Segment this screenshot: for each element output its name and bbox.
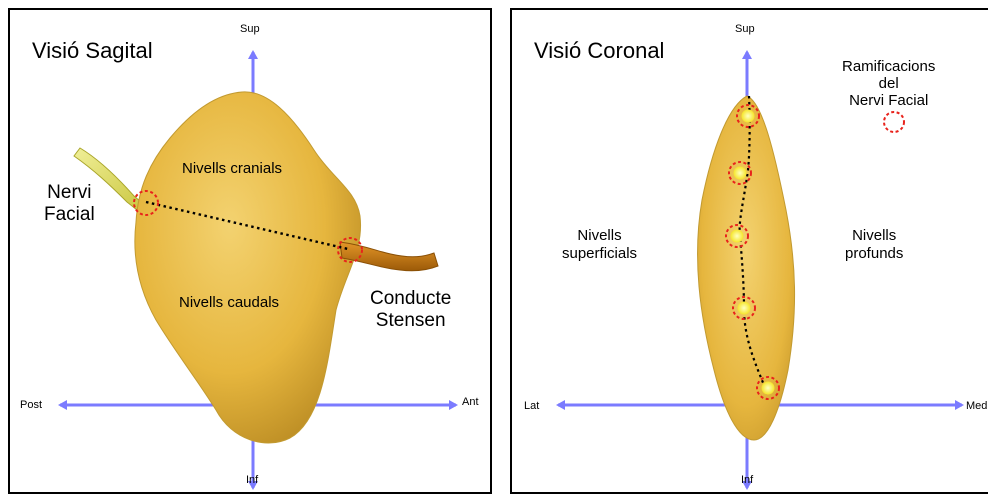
stensen-duct-label: Conducte Stensen <box>370 288 451 332</box>
sagittal-view-panel: Visió Sagital Sup Inf Post Ant Nivells c… <box>8 8 492 494</box>
facial-nerve-label: Nervi Facial <box>44 182 95 226</box>
parotid-gland-shape <box>135 92 361 443</box>
legend-marker <box>884 112 904 132</box>
sagittal-diagram <box>10 10 492 494</box>
region-label-caudal: Nivells caudals <box>179 294 279 312</box>
axis-label-right: Ant <box>462 396 479 408</box>
region-label-deep: Nivells profunds <box>845 227 903 263</box>
region-label-superficial: Nivells superficials <box>562 227 637 263</box>
axis-label-left: Post <box>20 399 42 411</box>
coronal-view-panel: Visió Coronal Sup Inf Lat Med Nivells su… <box>510 8 988 494</box>
axis-label-up: Sup <box>240 23 260 35</box>
axis-label-down: Inf <box>246 474 258 486</box>
parotid-gland-shape <box>698 96 795 440</box>
panel-title: Visió Sagital <box>32 38 153 64</box>
axis-label-down: Inf <box>741 474 753 486</box>
legend-text: Ramificacions del Nervi Facial <box>842 58 935 109</box>
stensen-duct-shape <box>340 242 438 271</box>
axis-label-up: Sup <box>735 23 755 35</box>
axis-label-right: Med <box>966 400 987 412</box>
region-label-cranial: Nivells cranials <box>182 160 282 178</box>
axis-label-left: Lat <box>524 400 539 412</box>
panel-title: Visió Coronal <box>534 38 664 64</box>
